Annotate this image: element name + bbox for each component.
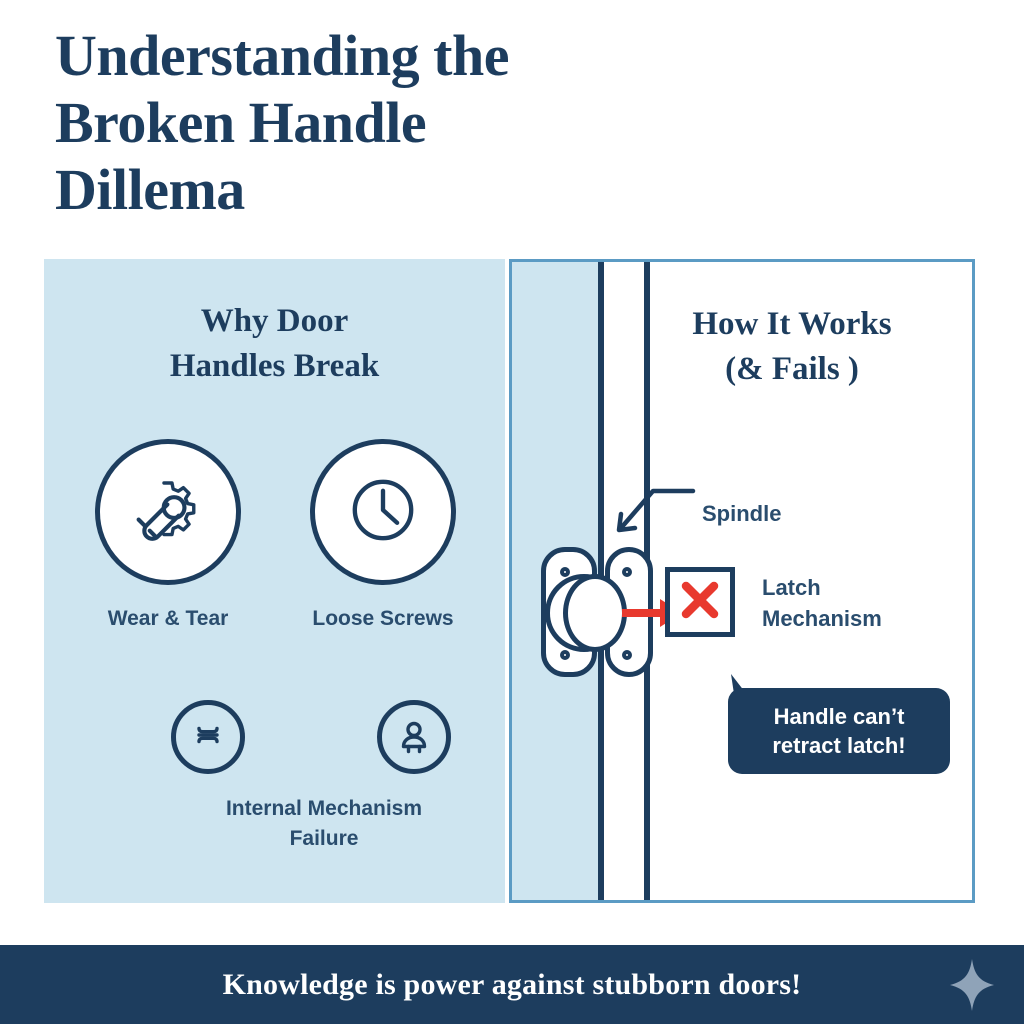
screw-right-top — [622, 567, 632, 577]
layers-icon — [186, 713, 230, 762]
screw-left-bottom — [560, 650, 570, 660]
sparkle-icon — [948, 959, 996, 1016]
person-icon — [392, 713, 436, 762]
cause-icon-person[interactable] — [377, 700, 451, 774]
gear-wrench-icon — [129, 471, 207, 554]
door-knob-inner — [563, 574, 627, 652]
why-handles-break-panel: Why Door Handles Break Wear & Tear — [44, 259, 505, 903]
clock-icon — [342, 469, 424, 556]
screw-right-bottom — [622, 650, 632, 660]
page-title: Understanding the Broken Handle Dillema — [55, 23, 509, 222]
red-x-icon — [678, 578, 722, 627]
cause-icon-loose-screws[interactable] — [310, 439, 456, 585]
failure-callout-bubble: Handle can’t retract latch! — [728, 688, 950, 774]
spindle-label: Spindle — [702, 501, 782, 526]
latch-mechanism-label: Latch Mechanism — [762, 575, 882, 631]
failure-callout-text: Handle can’t retract latch! — [772, 704, 906, 758]
cause-label-internal-mechanism: Internal Mechanism Failure — [225, 797, 423, 850]
latch-failure-box — [665, 567, 735, 637]
footer-banner: Knowledge is power against stubborn door… — [0, 945, 1024, 1024]
cause-icon-internal-mechanism[interactable] — [171, 700, 245, 774]
cause-label-wear-and-tear: Wear & Tear — [107, 607, 229, 630]
right-panel-heading: How It Works (& Fails ) — [692, 306, 892, 387]
screw-left-top — [560, 567, 570, 577]
cause-label-loose-screws: Loose Screws — [312, 607, 454, 630]
left-panel-heading: Why Door Handles Break — [169, 303, 380, 384]
footer-tagline: Knowledge is power against stubborn door… — [222, 967, 802, 1001]
cause-icon-wear-and-tear[interactable] — [95, 439, 241, 585]
how-it-works-panel: How It Works (& Fails ) Spindle — [509, 259, 975, 903]
